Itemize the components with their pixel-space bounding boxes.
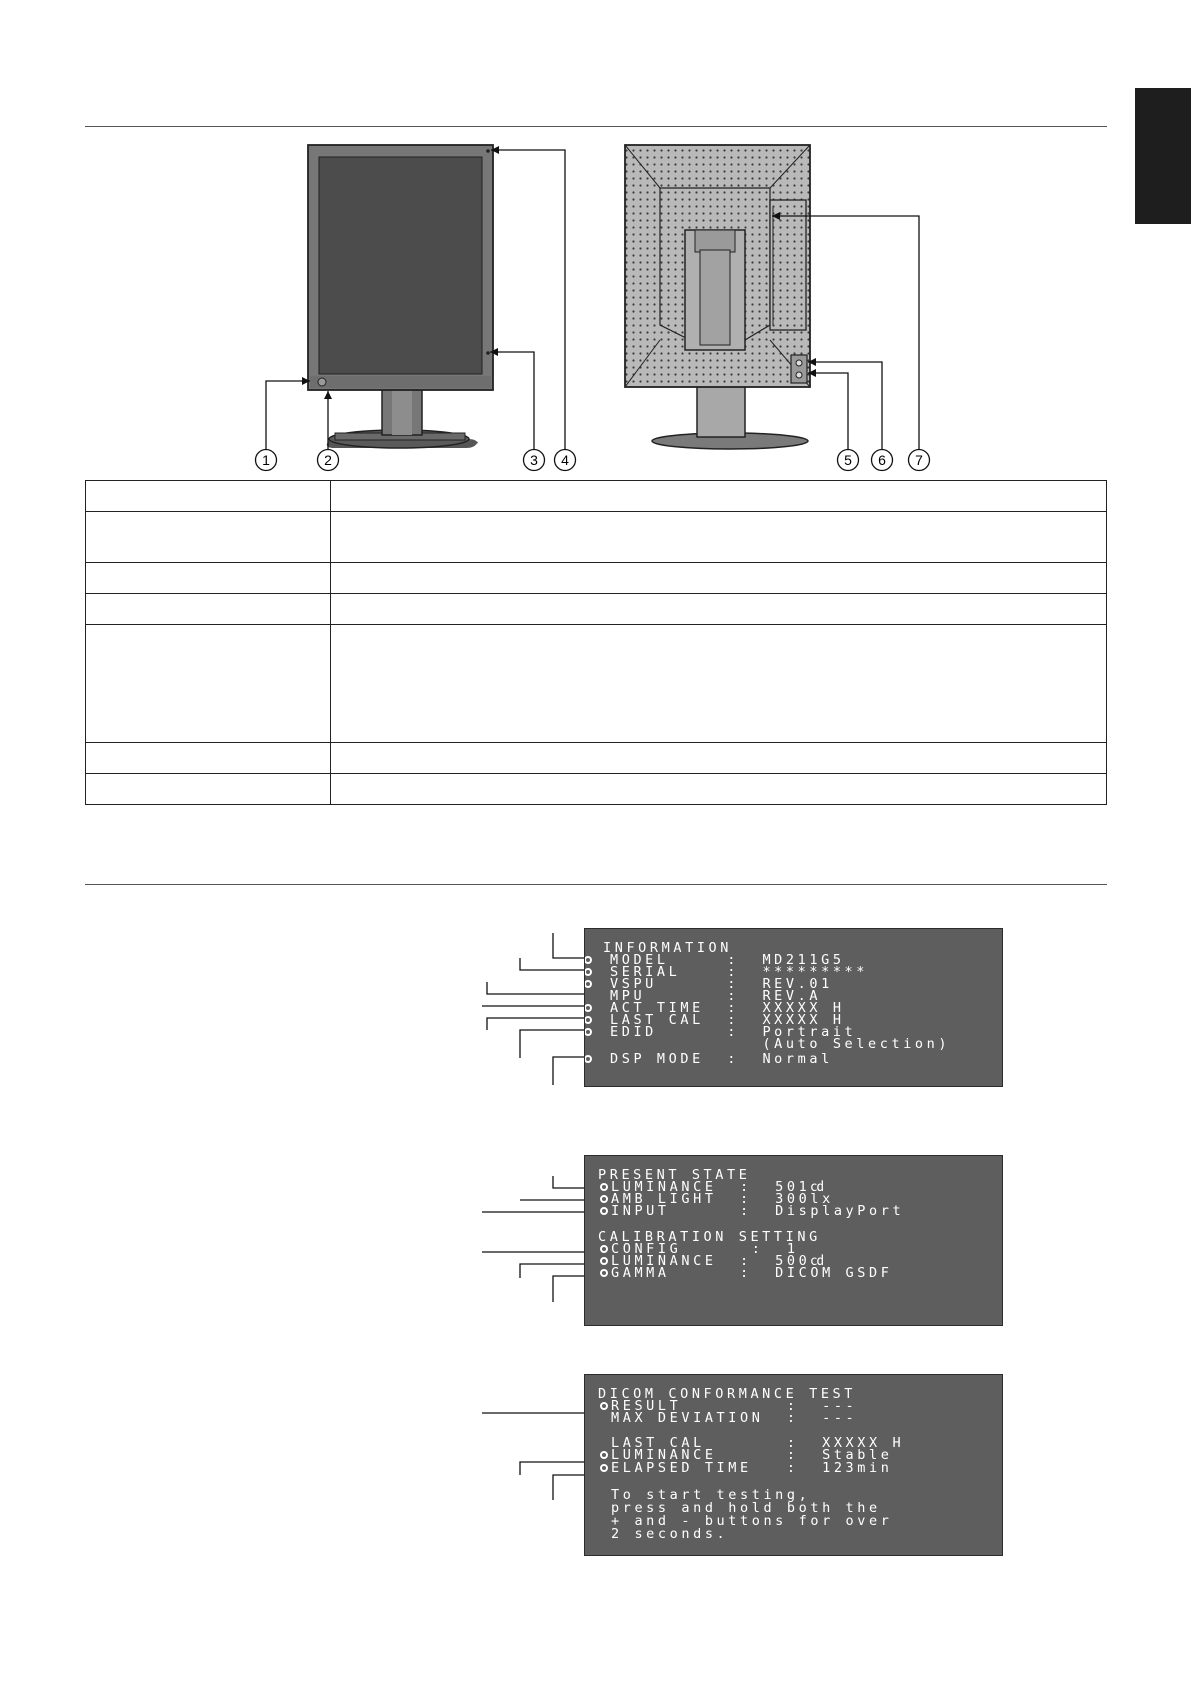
osd-dicom-instruction-line-2: press and hold both the	[611, 1500, 881, 1516]
osd-bullet	[585, 1055, 592, 1063]
callout-6: 6	[870, 448, 894, 472]
monitor-front-view	[307, 144, 494, 449]
table-cell-value	[330, 593, 1107, 625]
osd-bullet	[585, 1016, 592, 1024]
osd-bullet	[600, 1451, 608, 1459]
section-rule-middle	[85, 884, 1107, 885]
chapter-tab-marker	[1135, 88, 1191, 224]
table-cell-label	[85, 742, 331, 774]
callout-7-label: 7	[915, 452, 923, 468]
table-cell-value	[330, 624, 1107, 743]
osd-information-title: INFORMATION	[603, 940, 733, 956]
osd-info-dsp-mode: DSP MODE : Normal	[610, 1051, 833, 1067]
monitor-illustrations: 1 2 3 4 5 6 7	[254, 144, 931, 472]
callout-2-label: 2	[324, 452, 332, 468]
osd-dicom-luminance: LUMINANCE : Stable	[611, 1447, 893, 1463]
table-row	[85, 562, 1107, 594]
osd-bullet	[585, 1004, 592, 1012]
osd-bullet	[600, 1245, 608, 1253]
table-cell-value	[330, 742, 1107, 774]
osd-bullet	[585, 956, 592, 964]
callout-3-label: 3	[530, 452, 538, 468]
callout-leader-lines	[265, 149, 920, 450]
osd-cal-luminance: LUMINANCE : 500㏅	[611, 1253, 828, 1269]
osd-info-last-cal: LAST CAL : XXXXX H	[610, 1012, 845, 1028]
osd-bullet	[600, 1269, 608, 1277]
osd-calibration-setting-title: CALIBRATION SETTING	[598, 1229, 821, 1245]
controls-description-table	[85, 480, 1107, 805]
osd-state-luminance: LUMINANCE : 501㏅	[611, 1179, 828, 1195]
table-cell-value	[330, 480, 1107, 512]
osd-dicom-instruction-line-3: + and - buttons for over	[611, 1513, 893, 1529]
osd-dicom-result: RESULT : ---	[611, 1398, 858, 1414]
osd-info-edid-detail: (Auto Selection)	[610, 1036, 951, 1052]
callout-3: 3	[522, 448, 546, 472]
osd-present-state-title: PRESENT STATE	[598, 1167, 751, 1183]
osd-info-serial: SERIAL : *********	[610, 964, 869, 980]
monitor-back-view	[624, 144, 811, 450]
osd-dicom-elapsed-time: ELAPSED TIME : 123min	[611, 1460, 893, 1476]
callout-1-label: 1	[262, 452, 270, 468]
table-row	[85, 624, 1107, 743]
table-cell-value	[330, 773, 1107, 805]
osd-dicom-instruction-line-4: 2 seconds.	[611, 1526, 729, 1542]
osd-dicom-instruction-line-1: To start testing,	[611, 1487, 811, 1503]
osd-info-edid: EDID : Portrait	[610, 1024, 857, 1040]
osd-information-screen: INFORMATION MODEL : MD211G5 SERIAL : ***…	[584, 928, 1003, 1087]
callout-5-label: 5	[844, 452, 852, 468]
callout-4: 4	[553, 448, 577, 472]
osd-bullet	[600, 1464, 608, 1472]
callout-1: 1	[254, 448, 278, 472]
table-cell-label	[85, 511, 331, 563]
table-cell-value	[330, 511, 1107, 563]
section-rule-top	[85, 126, 1107, 127]
table-row	[85, 773, 1107, 805]
osd-bullet	[585, 968, 592, 976]
table-row	[85, 511, 1107, 563]
table-cell-value	[330, 562, 1107, 594]
table-cell-label	[85, 480, 331, 512]
osd-present-state-screen: PRESENT STATE LUMINANCE : 501㏅ AMB LIGHT…	[584, 1155, 1003, 1326]
table-row	[85, 742, 1107, 774]
osd-bullet	[600, 1207, 608, 1215]
table-row	[85, 593, 1107, 625]
callout-4-label: 4	[561, 452, 569, 468]
osd-dicom-max-deviation: MAX DEVIATION : ---	[611, 1410, 858, 1426]
osd-info-model: MODEL : MD211G5	[610, 952, 845, 968]
osd-bullet	[600, 1402, 608, 1410]
osd-info-vspu: VSPU : REV.01	[610, 976, 833, 992]
osd-bullet	[600, 1257, 608, 1265]
osd-state-amb-light: AMB LIGHT : 300lx	[611, 1191, 834, 1207]
osd-dicom-title: DICOM CONFORMANCE TEST	[598, 1386, 857, 1402]
callout-2: 2	[316, 448, 340, 472]
osd-bullet	[600, 1183, 608, 1191]
table-cell-label	[85, 593, 331, 625]
osd-dicom-last-cal: LAST CAL : XXXXX H	[611, 1435, 905, 1451]
osd-info-mpu: MPU : REV.A	[610, 988, 822, 1004]
table-cell-label	[85, 773, 331, 805]
callout-6-label: 6	[878, 452, 886, 468]
table-cell-label	[85, 562, 331, 594]
osd-info-act-time: ACT TIME : XXXXX H	[610, 1000, 845, 1016]
callout-arrowheads	[302, 146, 816, 399]
osd-dicom-test-screen: DICOM CONFORMANCE TEST RESULT : --- MAX …	[584, 1374, 1003, 1556]
table-cell-label	[85, 624, 331, 743]
callout-7: 7	[907, 448, 931, 472]
callout-5: 5	[836, 448, 860, 472]
osd-bullet	[585, 980, 592, 988]
osd-cal-config: CONFIG : 1	[611, 1241, 799, 1257]
table-row	[85, 480, 1107, 512]
osd-bullet	[600, 1195, 608, 1203]
osd-state-input: INPUT : DisplayPort	[611, 1203, 905, 1219]
osd-cal-gamma: GAMMA : DICOM GSDF	[611, 1265, 893, 1281]
osd-bullet	[585, 1028, 592, 1036]
